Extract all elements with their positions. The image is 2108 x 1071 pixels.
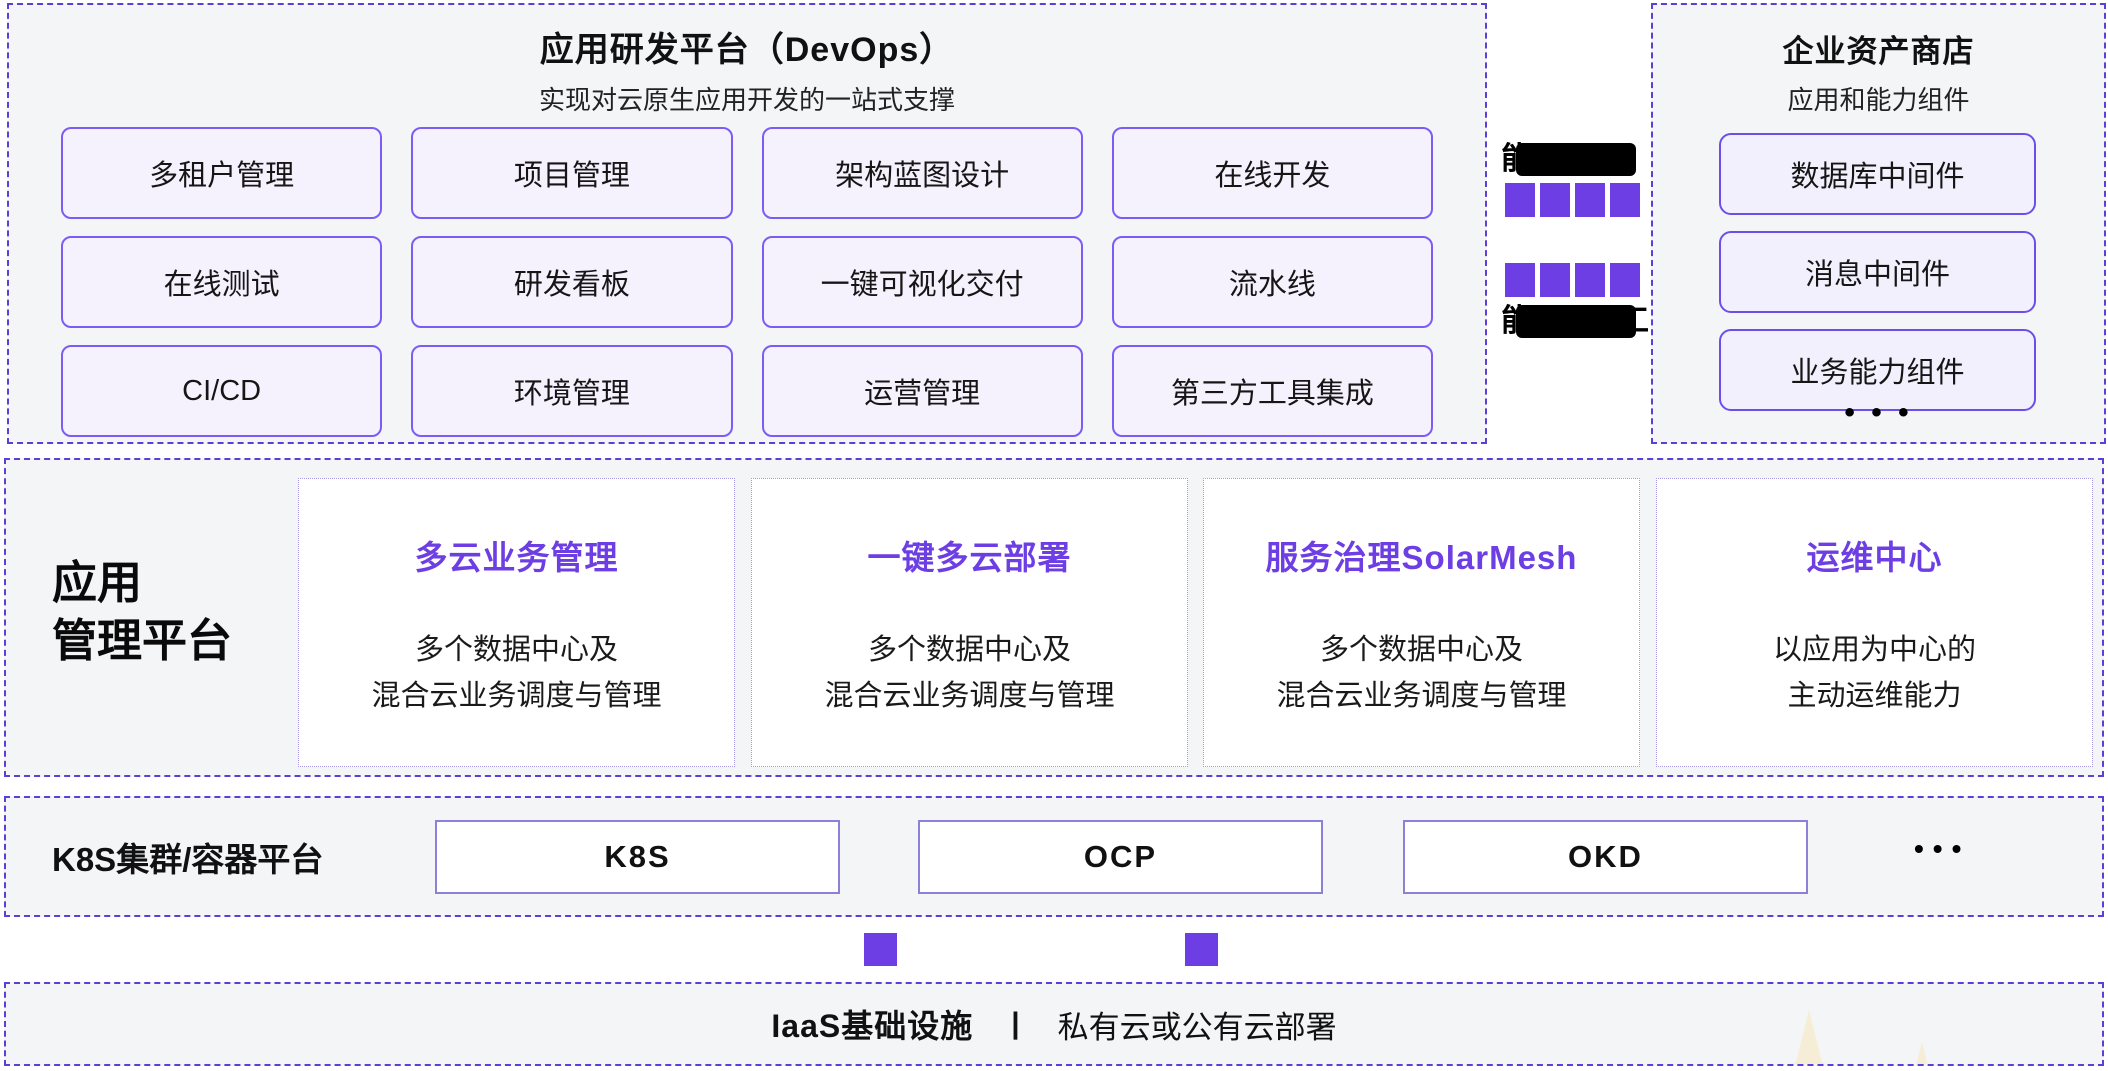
- feature-chip-online-test: 在线测试: [61, 236, 383, 328]
- card-service-governance-solarmesh: 服务治理SolarMesh 多个数据中心及 混合云业务调度与管理: [1203, 478, 1640, 767]
- asset-item-database-middleware: 数据库中间件: [1719, 133, 2036, 215]
- connector-square-right: [1185, 933, 1218, 966]
- card-desc-line1: 多个数据中心及: [867, 634, 1071, 666]
- capability-label-top: 能: [1501, 141, 1636, 177]
- card-desc-line1: 以应用为中心的: [1772, 634, 1976, 666]
- app-management-label-line1: 应用: [52, 557, 143, 608]
- k8s-container-band: K8S集群/容器平台 K8S OCP OKD •••: [4, 796, 2104, 917]
- ocp-box: OCP: [918, 820, 1323, 894]
- redacted-bar-top: [1516, 142, 1636, 176]
- card-description: 多个数据中心及 混合云业务调度与管理: [752, 627, 1187, 719]
- card-multicloud-business-mgmt: 多云业务管理 多个数据中心及 混合云业务调度与管理: [298, 478, 735, 767]
- asset-store-ellipsis: • • •: [1844, 396, 1913, 429]
- devops-platform-subtitle: 实现对云原生应用开发的一站式支撑: [538, 85, 955, 115]
- flow-square: [1575, 183, 1605, 217]
- flow-square: [1575, 263, 1605, 297]
- flow-square: [1505, 263, 1535, 297]
- card-desc-line2: 混合云业务调度与管理: [371, 680, 662, 712]
- devops-feature-grid: 多租户管理 项目管理 架构蓝图设计 在线开发 在线测试 研发看板 一键可视化交付…: [61, 127, 1433, 437]
- feature-chip-cicd: CI/CD: [61, 345, 383, 437]
- flow-squares-top-row: [1505, 183, 1640, 217]
- iaas-band: IaaS基础设施 | 私有云或公有云部署: [4, 982, 2104, 1066]
- card-title: 多云业务管理: [414, 539, 619, 576]
- k8s-band-ellipsis: •••: [1914, 833, 1971, 865]
- asset-store-panel: 企业资产商店 应用和能力组件 数据库中间件 消息中间件 业务能力组件 • • •: [1651, 3, 2106, 444]
- flow-square: [1540, 183, 1570, 217]
- asset-item-business-capability: 业务能力组件: [1719, 329, 2036, 411]
- card-title: 一键多云部署: [867, 539, 1072, 576]
- asset-item-message-middleware: 消息中间件: [1719, 231, 2036, 313]
- card-description: 多个数据中心及 混合云业务调度与管理: [1204, 627, 1639, 719]
- app-management-label: 应用 管理平台: [52, 554, 232, 670]
- feature-chip-blueprint-design: 架构蓝图设计: [761, 127, 1083, 219]
- card-title: 服务治理SolarMesh: [1265, 539, 1578, 576]
- card-desc-line1: 多个数据中心及: [414, 634, 618, 666]
- app-management-label-line2: 管理平台: [52, 615, 233, 666]
- flow-square: [1505, 183, 1535, 217]
- iaas-title: IaaS基础设施: [771, 1008, 974, 1044]
- card-desc-line2: 混合云业务调度与管理: [824, 680, 1115, 712]
- iaas-subtitle: 私有云或公有云部署: [1057, 1009, 1337, 1045]
- feature-chip-dev-kanban: 研发看板: [411, 236, 733, 328]
- feature-chip-visual-delivery: 一键可视化交付: [761, 236, 1083, 328]
- feature-chip-pipeline: 流水线: [1111, 236, 1433, 328]
- card-desc-line1: 多个数据中心及: [1319, 634, 1523, 666]
- card-title: 运维中心: [1806, 539, 1943, 576]
- devops-platform-title: 应用研发平台（DevOps）: [539, 31, 955, 69]
- card-desc-line2: 混合云业务调度与管理: [1276, 680, 1567, 712]
- feature-chip-ops-mgmt: 运营管理: [761, 345, 1083, 437]
- feature-chip-3rd-party-tools: 第三方工具集成: [1111, 345, 1433, 437]
- feature-chip-multi-tenant: 多租户管理: [61, 127, 383, 219]
- asset-store-items: 数据库中间件 消息中间件 业务能力组件: [1719, 133, 2036, 411]
- devops-platform-panel: 应用研发平台（DevOps） 实现对云原生应用开发的一站式支撑 多租户管理 项目…: [7, 3, 1487, 444]
- connector-square-left: [864, 933, 897, 966]
- k8s-band-label: K8S集群/容器平台: [52, 840, 324, 878]
- app-management-band: 应用 管理平台 多云业务管理 多个数据中心及 混合云业务调度与管理 一键多云部署…: [4, 458, 2104, 777]
- card-one-click-multicloud-deploy: 一键多云部署 多个数据中心及 混合云业务调度与管理: [751, 478, 1188, 767]
- card-description: 以应用为中心的 主动运维能力: [1657, 627, 2092, 719]
- flow-square: [1540, 263, 1570, 297]
- redacted-bar-bottom: [1516, 304, 1636, 338]
- iaas-divider: |: [1011, 1007, 1020, 1040]
- feature-chip-project-mgmt: 项目管理: [411, 127, 733, 219]
- iaas-band-text: IaaS基础设施 | 私有云或公有云部署: [6, 984, 2102, 1064]
- k8s-box: K8S: [435, 820, 840, 894]
- flow-squares-bottom-row: [1505, 263, 1640, 297]
- capability-flow-column: 能 能 工: [1487, 3, 1651, 444]
- flow-square: [1610, 183, 1640, 217]
- feature-chip-online-dev: 在线开发: [1111, 127, 1433, 219]
- card-ops-center: 运维中心 以应用为中心的 主动运维能力: [1656, 478, 2093, 767]
- flow-square: [1610, 263, 1640, 297]
- card-description: 多个数据中心及 混合云业务调度与管理: [299, 627, 734, 719]
- feature-chip-env-mgmt: 环境管理: [411, 345, 733, 437]
- capability-label-bottom: 能 工: [1501, 303, 1649, 339]
- card-desc-line2: 主动运维能力: [1787, 680, 1962, 712]
- asset-store-title: 企业资产商店: [1782, 34, 1975, 69]
- asset-store-subtitle: 应用和能力组件: [1787, 85, 1970, 115]
- okd-box: OKD: [1403, 820, 1808, 894]
